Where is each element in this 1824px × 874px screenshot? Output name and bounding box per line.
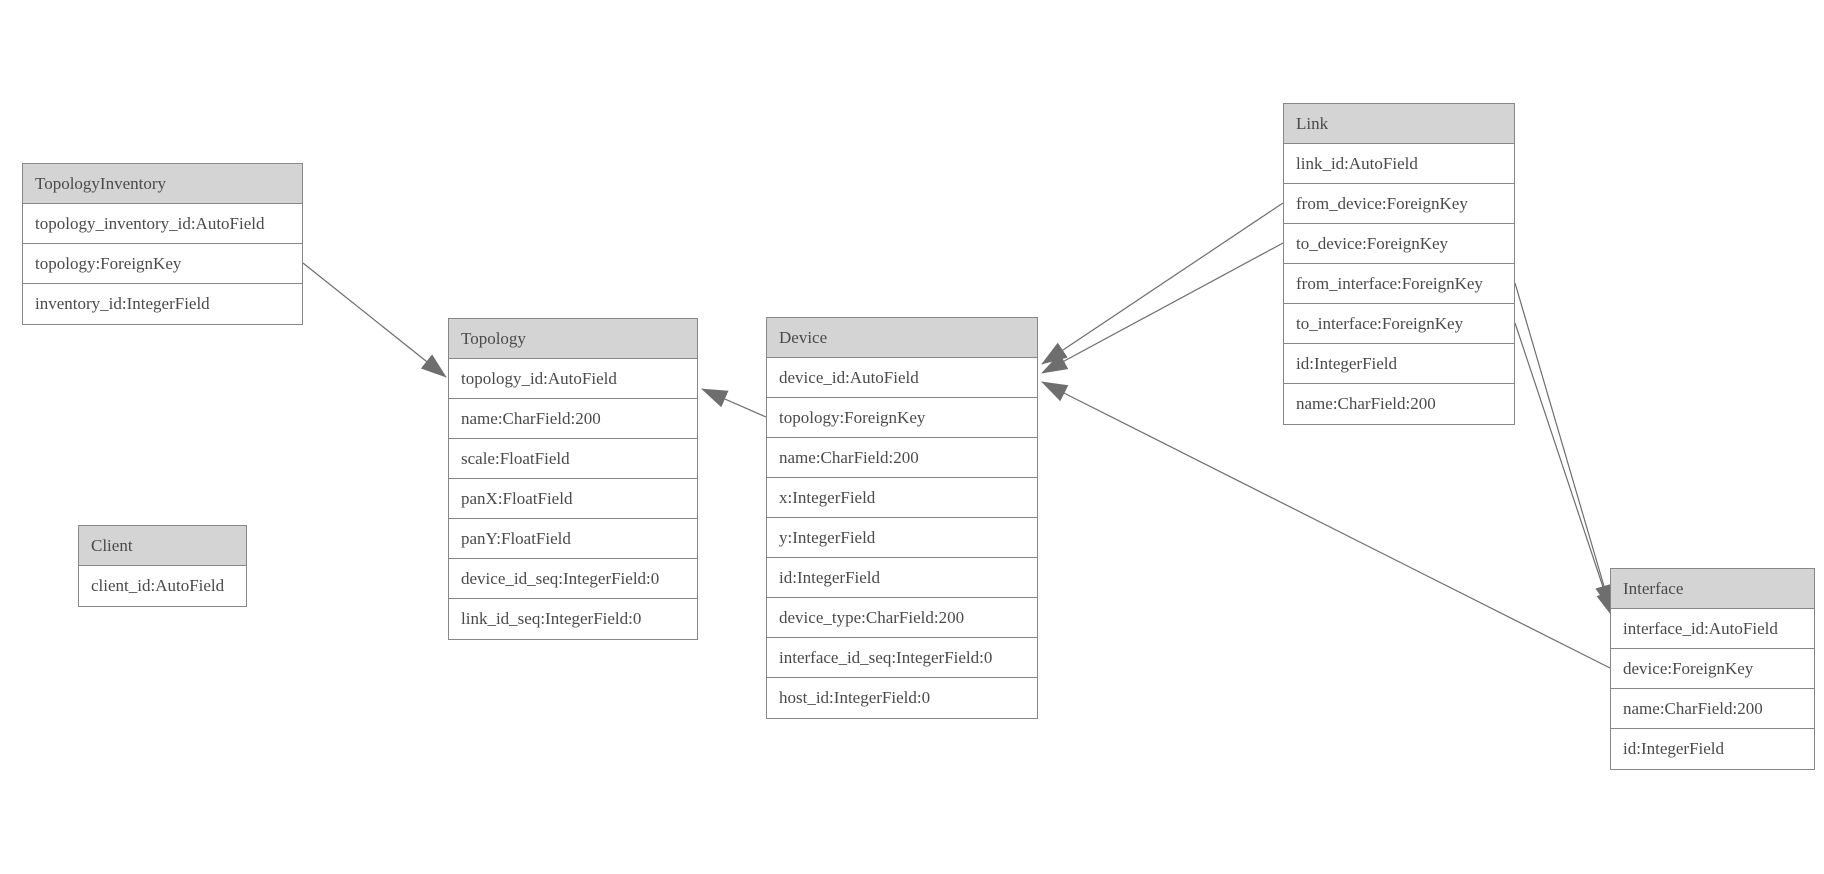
entity-field-device-5: id:IntegerField	[767, 558, 1037, 598]
entity-field-device-8: host_id:IntegerField:0	[779, 688, 931, 707]
entity-field-topology-0: topology_id:AutoField	[449, 359, 697, 399]
relation-device-topology-to-topology	[701, 388, 767, 418]
entity-field-link-1: from_device:ForeignKey	[1284, 184, 1514, 224]
entity-field-device-7: interface_id_seq:IntegerField:0	[767, 638, 1037, 678]
relation-link-from-interface-to-interface	[1514, 282, 1613, 611]
entity-field-topology-5: device_id_seq:IntegerField:0	[449, 559, 697, 599]
entity-field-link-0: link_id:AutoField	[1284, 144, 1514, 184]
entity-field-topology-4: panY:FloatField	[449, 519, 697, 559]
entity-title-interface: Interface	[1611, 569, 1814, 609]
entity-field-device-6: device_type:CharField:200	[767, 598, 1037, 638]
entity-field-link-3: from_interface:ForeignKey	[1284, 264, 1514, 304]
entity-field-device-2: name:CharField:200	[767, 438, 1037, 478]
entity-field-device-1: topology:ForeignKey	[767, 398, 1037, 438]
entity-field-interface-0: interface_id:AutoField	[1611, 609, 1814, 649]
entity-field-link-2: to_device:ForeignKey	[1284, 224, 1514, 264]
entity-title-device: Device	[767, 318, 1037, 358]
entity-field-interface-2: name:CharField:200	[1611, 689, 1814, 729]
entity-client: Client client_id:AutoField	[78, 525, 247, 607]
entity-field-topology-3: panX:FloatField	[449, 479, 697, 519]
entity-field-topology-inventory-1: topology:ForeignKey	[23, 244, 302, 284]
entity-field-link-5: id:IntegerField	[1284, 344, 1514, 384]
entity-field-topology-1: name:CharField:200	[449, 399, 697, 439]
entity-field-topology-6: link_id_seq:IntegerField:0	[461, 609, 642, 628]
entity-field-link-6: name:CharField:200	[1296, 394, 1436, 413]
entity-title-client: Client	[79, 526, 246, 566]
entity-title-link: Link	[1284, 104, 1514, 144]
entity-field-interface-3: id:IntegerField	[1623, 739, 1725, 758]
relation-link-to-device-to-device	[1041, 242, 1284, 374]
entity-field-device-4: y:IntegerField	[767, 518, 1037, 558]
relation-link-to-interface-to-interface	[1514, 322, 1614, 618]
relation-link-from-device-to-device	[1041, 202, 1284, 365]
entity-title-topology: Topology	[449, 319, 697, 359]
relation-topology-inventory-topology-to-topology	[302, 262, 447, 378]
entity-field-topology-inventory-2: inventory_id:IntegerField	[35, 294, 210, 313]
entity-field-device-3: x:IntegerField	[767, 478, 1037, 518]
entity-field-device-0: device_id:AutoField	[767, 358, 1037, 398]
entity-field-client-0: client_id:AutoField	[91, 576, 225, 595]
relation-interface-device-to-device	[1041, 381, 1611, 669]
entity-field-link-4: to_interface:ForeignKey	[1284, 304, 1514, 344]
entity-title-topology-inventory: TopologyInventory	[23, 164, 302, 204]
entity-field-topology-2: scale:FloatField	[449, 439, 697, 479]
entity-field-topology-inventory-0: topology_inventory_id:AutoField	[23, 204, 302, 244]
entity-field-interface-1: device:ForeignKey	[1611, 649, 1814, 689]
